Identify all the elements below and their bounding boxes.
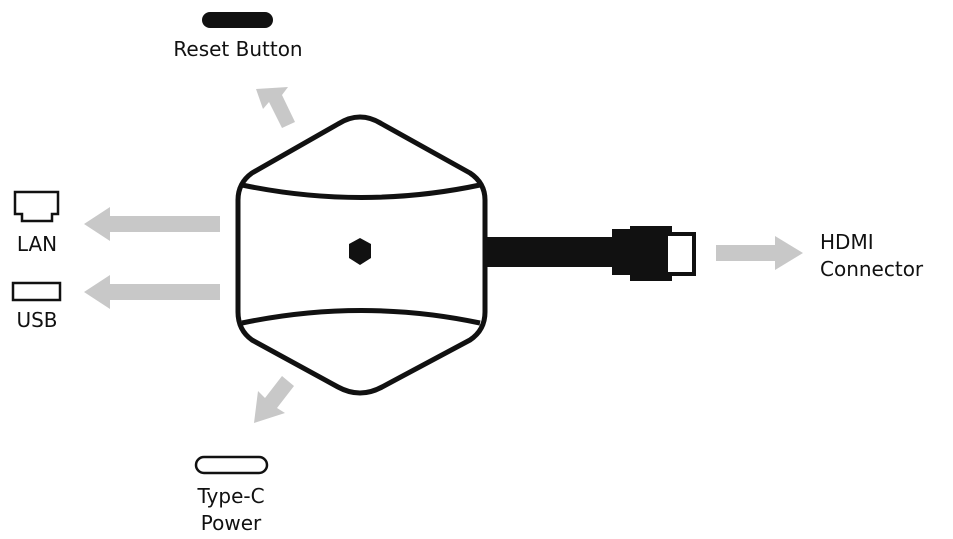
reset-button-icon: [202, 12, 273, 28]
type-c-arrow: [254, 376, 294, 423]
center-indicator-icon: [349, 238, 371, 265]
hdmi-label-line2: Connector: [820, 257, 924, 281]
hdmi-cable: [483, 237, 618, 267]
hdmi-arrow: [716, 236, 803, 270]
usb-arrow: [84, 275, 220, 309]
type-c-label-line1: Type-C: [197, 484, 265, 508]
arrows: [84, 87, 803, 423]
lan-label: LAN: [16, 232, 58, 256]
usb-port-icon: [11, 281, 62, 302]
usb-label: USB: [16, 308, 58, 332]
type-c-port-icon: [194, 455, 269, 475]
reset-button-label: Reset Button: [173, 37, 303, 61]
hdmi-plug-icon: [612, 226, 696, 281]
hdmi-label-line1: HDMI: [820, 230, 874, 254]
reset-arrow: [256, 87, 295, 128]
lan-port-icon: [13, 190, 60, 223]
type-c-label-line2: Power: [200, 511, 262, 535]
lan-arrow: [84, 207, 220, 241]
